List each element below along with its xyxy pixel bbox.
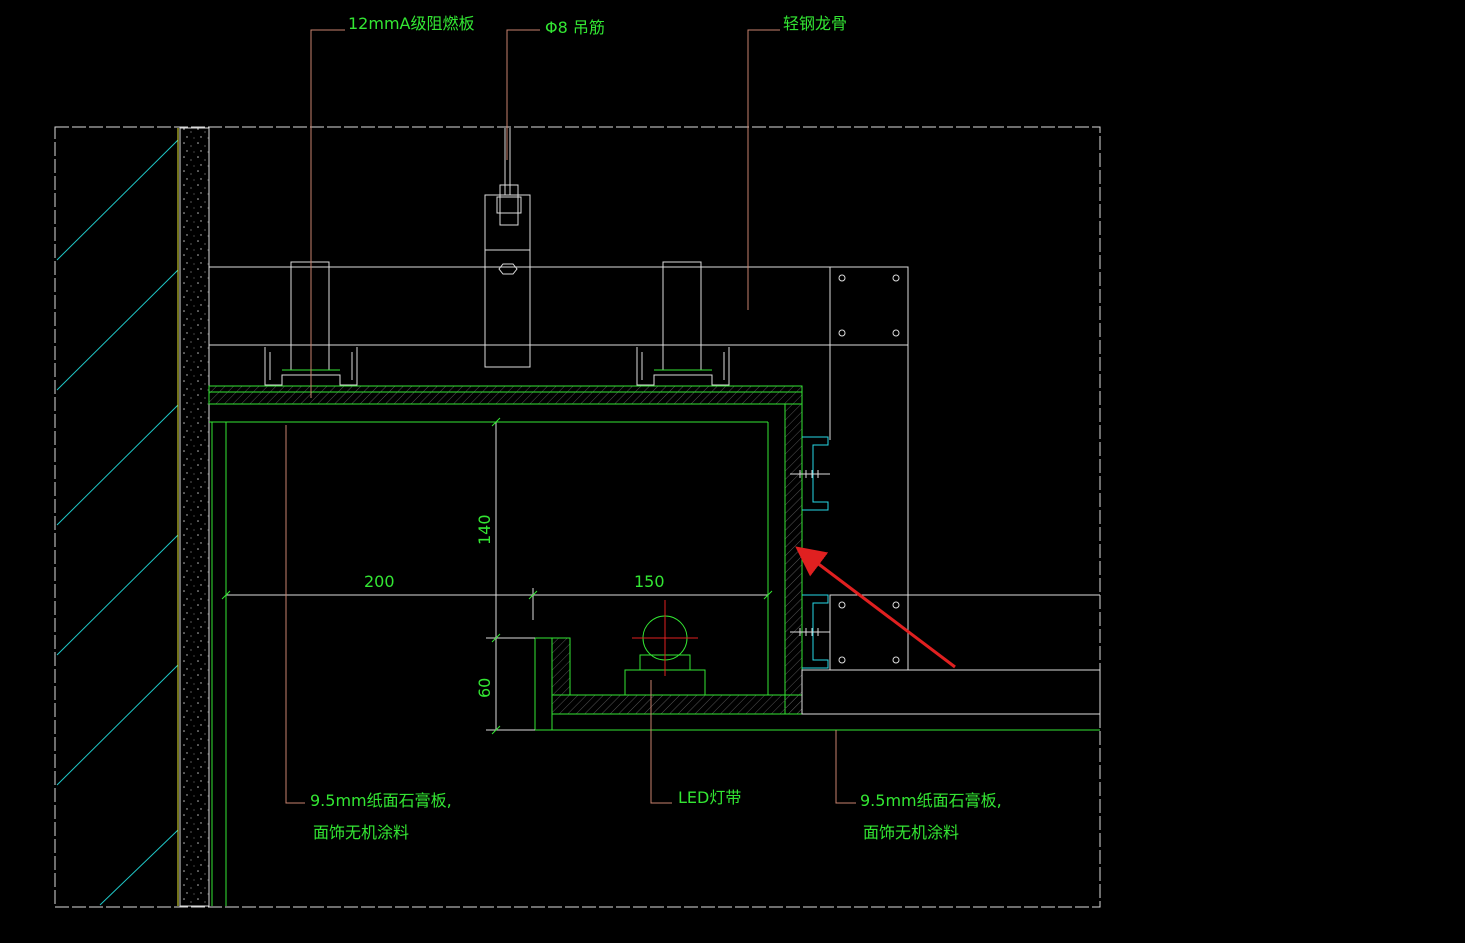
gypsum-left-label-line1: 9.5mm纸面石膏板, — [310, 791, 452, 810]
keel-clip-right — [636, 261, 730, 386]
cove-shelf — [534, 637, 1101, 731]
dimension-60: 60 — [475, 678, 494, 698]
cove-vertical-board — [767, 403, 803, 715]
gypsum-right-label-line2: 面饰无机涂料 — [863, 823, 959, 842]
wall-hatch — [56, 139, 179, 906]
main-keel — [209, 266, 830, 346]
steel-keel-label: 轻钢龙骨 — [783, 14, 847, 33]
gypsum-left-label-line2: 面饰无机涂料 — [313, 823, 409, 842]
concrete-wall — [179, 127, 210, 907]
fire-board-label: 12mmA级阻燃板 — [348, 14, 474, 33]
led-strip-label: LED灯带 — [678, 788, 741, 807]
leader-lines — [285, 29, 856, 804]
dimension-200: 200 — [364, 572, 395, 591]
fire-board — [208, 385, 803, 405]
dimension-lines — [221, 417, 773, 735]
led-lamp-icon — [624, 600, 706, 696]
gypsum-right-label-line1: 9.5mm纸面石膏板, — [860, 791, 1002, 810]
hanger-rod-label: Φ8 吊筋 — [545, 18, 605, 37]
pointer-arrow-icon — [795, 546, 956, 669]
bolt-icon — [498, 263, 518, 275]
dimension-150: 150 — [634, 572, 665, 591]
gypsum-board-top — [209, 403, 785, 906]
side-keel-block — [829, 266, 1100, 671]
drawing-frame — [54, 126, 1101, 908]
dimension-140: 140 — [475, 514, 494, 545]
hanger-rod — [484, 128, 531, 368]
bolt-icon — [838, 274, 900, 664]
screw-icon — [790, 470, 830, 636]
